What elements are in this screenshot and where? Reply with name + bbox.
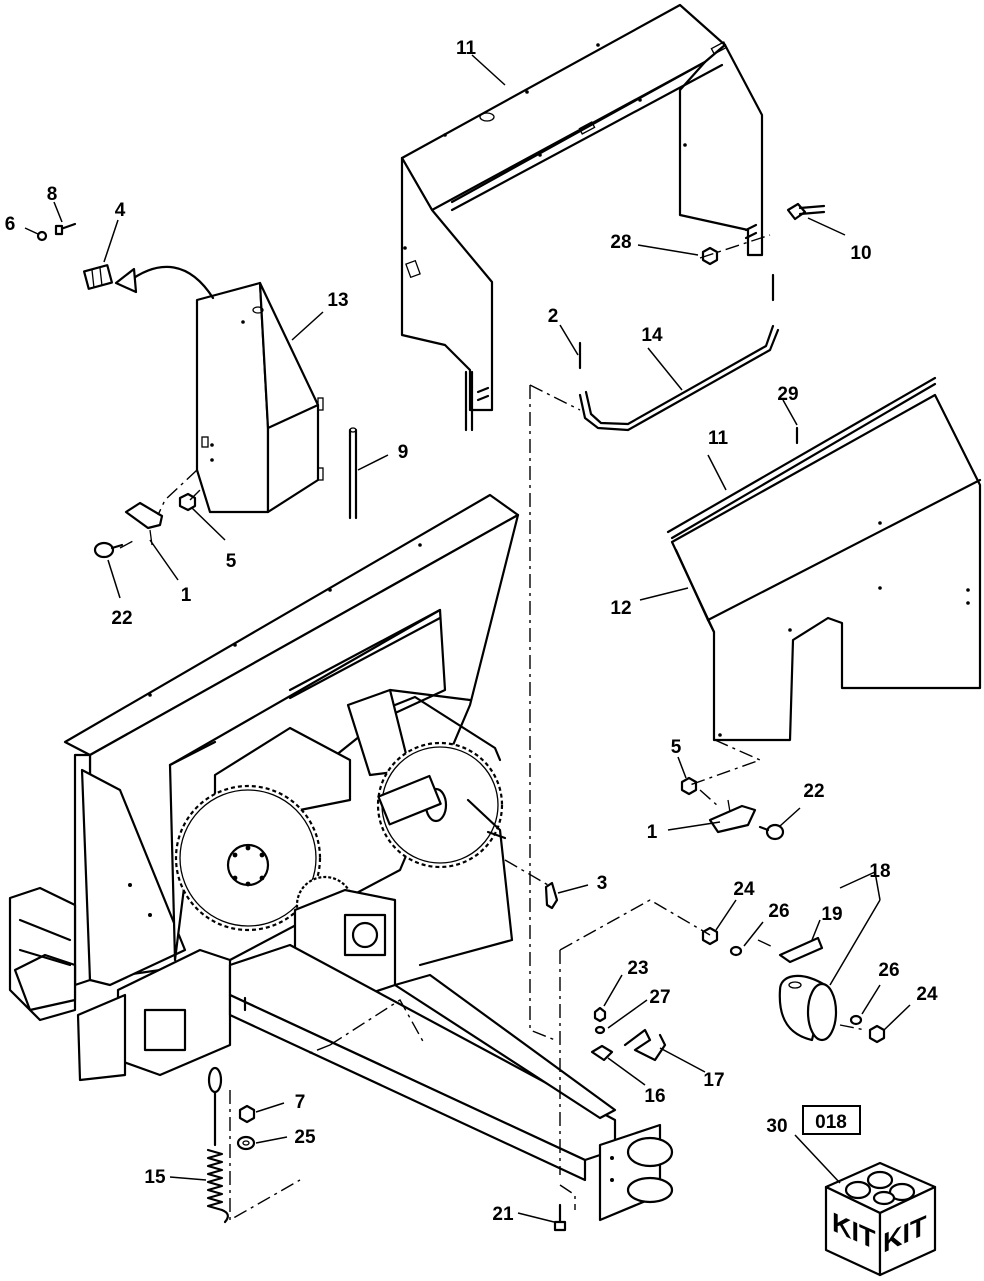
- leader-lines: [24, 54, 911, 1223]
- nut-part-28: [701, 246, 719, 266]
- arrow-to-part-4: [126, 265, 215, 300]
- large-sprocket: [174, 784, 322, 932]
- callout-14: 13: [327, 290, 348, 311]
- drawbar-tongue: [228, 943, 674, 1222]
- left-shield-part-14: [195, 281, 324, 514]
- guide-bracket: [418, 798, 514, 967]
- callout-26-left: 26: [768, 901, 789, 922]
- callout-16: 15: [144, 1167, 166, 1188]
- callout-26-right: 26: [878, 960, 899, 981]
- callout-7: 7: [295, 1092, 306, 1113]
- spring-part-16: [206, 1066, 229, 1224]
- callout-1-left: 1: [181, 585, 192, 606]
- callout-11: 11: [708, 428, 729, 449]
- callout-18: 17: [703, 1070, 724, 1091]
- callout-19: 18: [869, 861, 890, 882]
- callout-1-right: 1: [647, 822, 658, 843]
- bolt-part-22-right: [758, 823, 785, 841]
- nut-part-5-right: [680, 776, 698, 796]
- bolt-part-21: [553, 1203, 567, 1232]
- callout-4: 4: [115, 200, 126, 221]
- right-shield-part-13: [670, 393, 982, 742]
- clip-part-3: [544, 881, 559, 910]
- callout-8: 8: [47, 184, 58, 205]
- nut-part-24-left: [701, 926, 719, 946]
- callout-5-left: 5: [226, 551, 237, 572]
- bracket-part-1-left: [124, 501, 164, 546]
- kit-box-part-30: KIT KIT: [824, 1161, 937, 1277]
- callout-6: 6: [5, 214, 16, 235]
- bolt-part-10: [786, 202, 826, 221]
- callout-24-right: 24: [916, 984, 938, 1005]
- washer-part-25: [236, 1135, 256, 1151]
- nut-part-6: [36, 230, 48, 242]
- callout-22-right: 22: [803, 781, 824, 802]
- callout-12: 11: [456, 38, 477, 59]
- callout-9: 9: [398, 442, 409, 463]
- callout-3: 3: [597, 873, 608, 894]
- assembly-centerlines: [119, 234, 866, 1222]
- washer-part-27: [594, 1025, 606, 1035]
- nut-part-7: [238, 1104, 256, 1124]
- callout-29: 29: [777, 384, 798, 405]
- bracket-part-1-right: [708, 799, 757, 834]
- callout-23: 23: [627, 958, 648, 979]
- plate-part-17: [590, 1044, 614, 1062]
- callout-28: 28: [610, 232, 631, 253]
- callout-17: 16: [644, 1086, 665, 1107]
- callout-20: 19: [821, 904, 842, 925]
- light-housing-part-19: [778, 974, 838, 1042]
- callout-10: 10: [850, 243, 871, 264]
- rod-part-9: [348, 427, 358, 520]
- kit-code: 018: [815, 1112, 847, 1133]
- callout-30: 30: [766, 1116, 787, 1137]
- bolt-part-8: [54, 222, 77, 236]
- callout-5-right: 5: [671, 737, 682, 758]
- callout-2: 2: [548, 306, 559, 327]
- callout-21: 21: [492, 1204, 514, 1225]
- kit-code-box: [802, 1105, 861, 1135]
- clip-part-4: [82, 264, 114, 290]
- callout-25: 25: [294, 1127, 316, 1148]
- callout-27: 27: [649, 987, 670, 1008]
- bolt-part-22-left: [93, 541, 124, 559]
- nut-part-24-right: [868, 1024, 886, 1044]
- callout-15: 14: [641, 325, 663, 346]
- callout-labels: 11 6 8 4 13 28 10 2 14 29 9 11 12 5 1 22…: [5, 38, 938, 1225]
- bolt-part-23: [593, 1006, 607, 1023]
- arrow-head: [114, 267, 138, 294]
- callout-13: 12: [610, 598, 631, 619]
- callout-24-left: 24: [733, 879, 755, 900]
- top-shield-part-12: [400, 3, 764, 432]
- right-sprocket: [376, 741, 504, 869]
- washer-part-26-right: [849, 1014, 863, 1026]
- spring-clip-part-18: [623, 1028, 667, 1062]
- callout-22-left: 22: [111, 608, 132, 629]
- bar-part-15: [578, 273, 780, 432]
- lens-part-20: [778, 936, 824, 964]
- left-auger-housing: [8, 886, 127, 1082]
- rod-part-11: [666, 376, 937, 540]
- washer-part-26-left: [729, 945, 743, 957]
